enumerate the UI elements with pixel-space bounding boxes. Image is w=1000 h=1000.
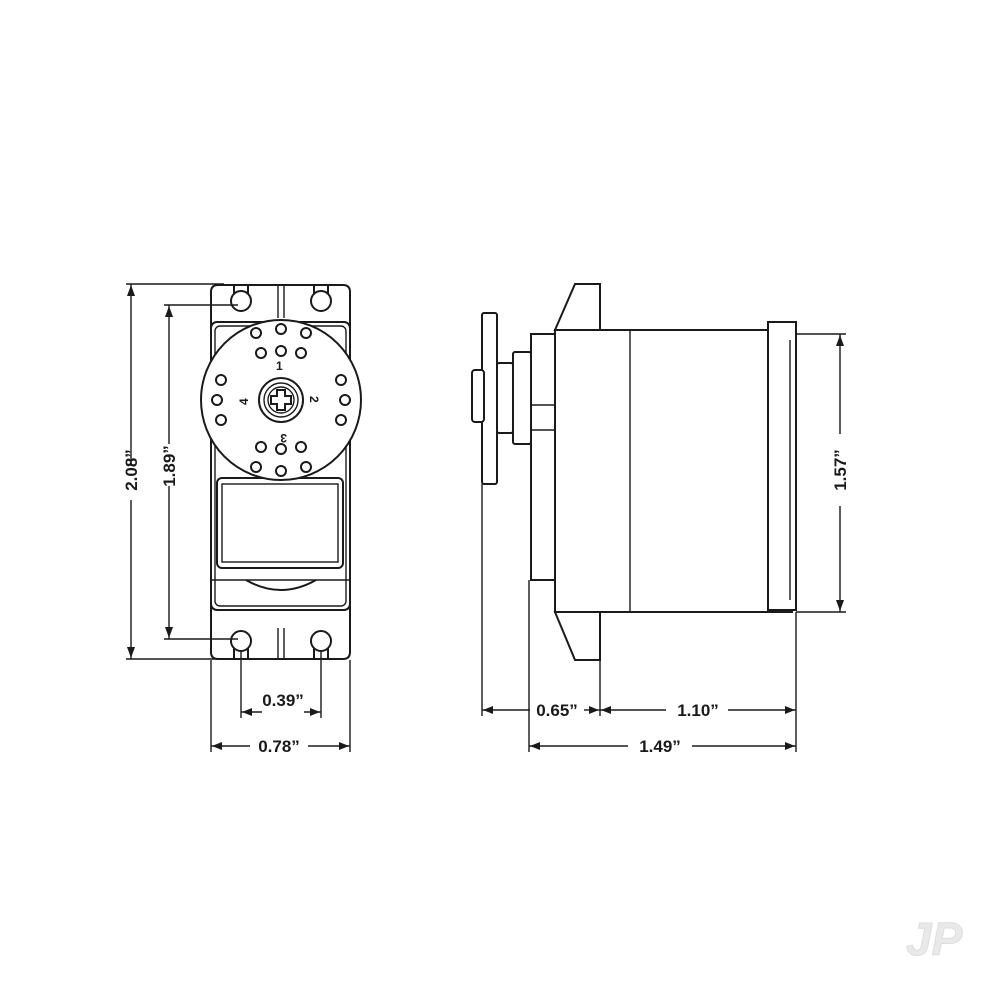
dimension-mount-spacing: 1.89” [160,304,238,640]
screw-head-icon [270,389,292,411]
dimension-total-height: 2.08” [122,283,224,660]
dimension-label-side-height: 1.57” [831,449,850,491]
lower-bump [245,579,317,591]
side-top-cap [530,333,556,581]
dimension-label-side-body-depth: 1.10” [677,701,719,720]
mounting-hole-top-left [230,284,252,312]
brand-watermark: JP [906,913,963,965]
side-case-body [554,329,793,613]
dimension-front-width: 0.78” [210,660,351,756]
dimension-side-height: 1.57” [796,333,850,613]
horn-number-1: 1 [276,359,283,373]
dimension-label-hole-spacing: 0.39” [262,691,304,710]
side-mounting-tab-bottom [553,611,601,661]
dimension-label-total-height: 2.08” [122,449,141,491]
horn-number-3: 3 [280,431,287,445]
side-mounting-tab-top [553,283,601,331]
horn-holes [211,323,351,477]
dimension-side-horn-offset: 0.65” [481,484,601,720]
dimension-side-total-depth: 1.49” [528,580,796,756]
horn-number-2: 2 [307,396,321,403]
side-view: 1.57” 0.65” 1.10” 1.49” [471,283,850,756]
dimension-label-side-horn-offset: 0.65” [536,701,578,720]
side-horn-hub [471,369,485,423]
dimension-side-body-depth: 1.10” [600,612,797,752]
front-view: 1 2 3 4 2.08” 1.89” [122,283,362,756]
horn-hub [258,377,304,423]
dimension-label-mount-spacing: 1.89” [160,445,179,487]
side-bottom-cap [767,321,797,611]
dimension-label-front-width: 0.78” [258,737,300,756]
dimension-hole-spacing: 0.39” [240,650,322,718]
horn-number-4: 4 [237,398,251,405]
mounting-hole-top-right [310,284,332,312]
dimension-label-side-total-depth: 1.49” [639,737,681,756]
